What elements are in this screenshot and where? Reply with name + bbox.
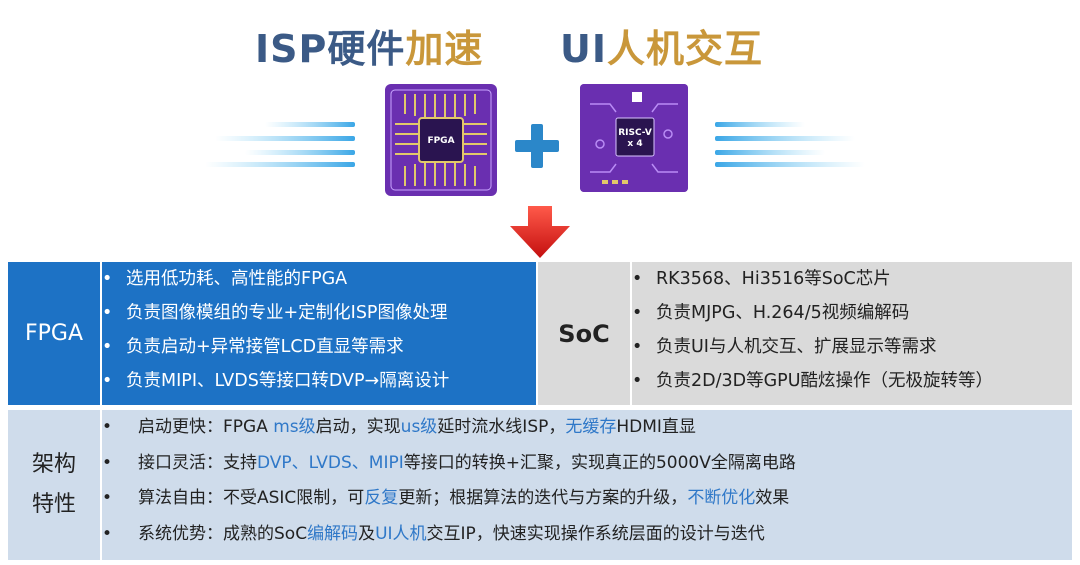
fpga-item-text: 选用低功耗、高性能的FPGA (126, 269, 348, 289)
soc-row-label: SoC (538, 262, 630, 405)
architecture-features-list: • 启动更快：FPGA ms级启动，实现us级延时流水线ISP，无缓存HDMI直显… (102, 410, 1072, 560)
feature-text: 算法自由：不受ASIC限制，可 (138, 488, 365, 508)
speed-lines-left-icon (205, 122, 355, 167)
highlight-text: 无缓存 (565, 417, 617, 437)
soc-responsibilities: • RK3568、Hi3516等SoC芯片 • 负责MJPG、H.264/5视频编解… (632, 262, 1072, 405)
bullet-icon: • (102, 337, 113, 357)
arch-feature-item: • 算法自由：不受ASIC限制，可反复更新；根据算法的迭代与方案的升级，不断优化效… (102, 481, 1072, 517)
fpga-item-text: 负责图像模组的专业+定制化ISP图像处理 (126, 303, 448, 323)
feature-text: 延时流水线ISP， (437, 417, 566, 437)
bullet-icon: • (102, 417, 113, 437)
list-item: • 负责图像模组的专业+定制化ISP图像处理 (102, 296, 536, 330)
soc-item-text: 负责MJPG、H.264/5视频编解码 (656, 303, 910, 323)
title-right-part2: 人机交互 (607, 27, 764, 71)
fpga-item-text: 负责MIPI、LVDS等接口转DVP→隔离设计 (126, 371, 450, 391)
bullet-icon: • (102, 269, 113, 289)
bullet-icon: • (632, 303, 643, 323)
bullet-icon: • (632, 371, 643, 391)
feature-text: 交互IP，快速实现操作系统层面的设计与迭代 (426, 523, 765, 544)
feature-text: 系统优势：成熟的SoC (138, 523, 308, 544)
bullet-icon: • (102, 452, 113, 473)
fpga-chip-label: FPGA (427, 136, 454, 146)
bullet-icon: • (632, 269, 643, 289)
highlight-text: 不断优化 (687, 488, 756, 508)
title-isp-hardware-acceleration: ISP硬件加速 (255, 18, 483, 73)
list-item: • 负责MJPG、H.264/5视频编解码 (632, 296, 1072, 330)
highlight-text: us级 (400, 417, 438, 437)
bullet-icon: • (102, 523, 113, 544)
arch-feature-item: • 系统优势：成熟的SoC编解码及UI人机交互IP，快速实现操作系统层面的设计与迭… (102, 517, 1072, 553)
arch-label-line2: 特性 (31, 492, 76, 517)
bullet-icon: • (102, 488, 113, 508)
feature-text: 启动，实现 (315, 417, 401, 437)
list-item: • 负责MIPI、LVDS等接口转DVP→隔离设计 (102, 364, 536, 398)
arch-items: • 启动更快：FPGA ms级启动，实现us级延时流水线ISP，无缓存HDMI直显… (102, 410, 1072, 552)
bullet-icon: • (102, 371, 113, 391)
title-left-part2: 硬件 (327, 27, 406, 71)
highlight-text: 反复 (364, 488, 399, 508)
highlight-text: ms级 (273, 417, 316, 437)
title-ui-hmi: UI人机交互 (560, 18, 763, 73)
fpga-item-text: 负责启动+异常接管LCD直显等需求 (126, 337, 404, 357)
arch-label-line1: 架构 (31, 452, 76, 477)
fpga-chip-icon: FPGA (385, 84, 497, 196)
chips-illustration: FPGA RISC-V x 4 (0, 70, 1080, 210)
soc-item-text: RK3568、Hi3516等SoC芯片 (656, 269, 891, 289)
bullet-icon: • (632, 337, 643, 357)
arch-feature-item: • 启动更快：FPGA ms级启动，实现us级延时流水线ISP，无缓存HDMI直显 (102, 410, 1072, 446)
list-item: • RK3568、Hi3516等SoC芯片 (632, 262, 1072, 296)
list-item: • 负责2D/3D等GPU酷炫操作（无极旋转等） (632, 364, 1072, 398)
feature-text: 等接口的转换+汇聚，实现真正的5000V全隔离电路 (403, 452, 796, 473)
down-arrow-icon (510, 206, 570, 258)
fpga-responsibilities: • 选用低功耗、高性能的FPGA • 负责图像模组的专业+定制化ISP图像处理 • 负… (102, 262, 536, 405)
feature-text: 效果 (755, 488, 790, 508)
plus-icon (515, 124, 559, 168)
highlight-text: DVP、LVDS、MIPI (257, 452, 404, 473)
arch-feature-item: • 接口灵活：支持DVP、LVDS、MIPI等接口的转换+汇聚，实现真正的5000… (102, 446, 1072, 482)
feature-text: 及 (358, 523, 376, 544)
soc-item-text: 负责2D/3D等GPU酷炫操作（无极旋转等） (656, 371, 994, 391)
list-item: • 负责UI与人机交互、扩展显示等需求 (632, 330, 1072, 364)
title-left-part3: 加速 (405, 27, 484, 71)
architecture-features-label: 架构 特性 (8, 410, 100, 560)
feature-text: 启动更快：FPGA (138, 417, 274, 437)
feature-text: 更新；根据算法的迭代与方案的升级， (398, 488, 688, 508)
feature-text: HDMI直显 (616, 417, 696, 437)
list-item: • 选用低功耗、高性能的FPGA (102, 262, 536, 296)
highlight-text: UI人机 (375, 523, 427, 544)
list-item: • 负责启动+异常接管LCD直显等需求 (102, 330, 536, 364)
title-left-part1: ISP (255, 27, 328, 71)
feature-text: 接口灵活：支持 (138, 452, 257, 473)
highlight-text: 编解码 (307, 523, 359, 544)
fpga-row-label: FPGA (8, 262, 100, 405)
soc-item-text: 负责UI与人机交互、扩展显示等需求 (656, 337, 937, 357)
riscv-chip-count: x 4 (627, 139, 642, 149)
riscv-chip-icon: RISC-V x 4 (580, 84, 688, 192)
title-right-part1: UI (560, 27, 607, 71)
riscv-chip-label: RISC-V (618, 128, 652, 138)
bullet-icon: • (102, 303, 113, 323)
speed-lines-right-icon (715, 122, 865, 167)
